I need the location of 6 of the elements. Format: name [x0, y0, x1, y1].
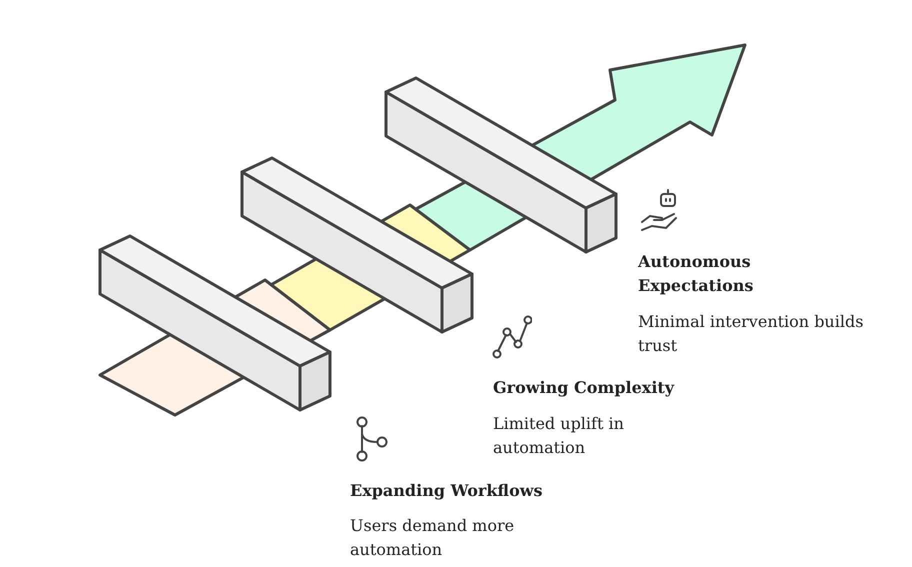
heading: Expanding Workflows — [350, 480, 544, 502]
description: Limited uplift in automation — [493, 413, 625, 459]
heading: Autonomous Expectations — [638, 251, 754, 297]
description: Users demand more automation — [350, 515, 516, 561]
heading: Growing Complexity — [493, 377, 676, 399]
description: Minimal intervention builds trust — [638, 311, 864, 357]
